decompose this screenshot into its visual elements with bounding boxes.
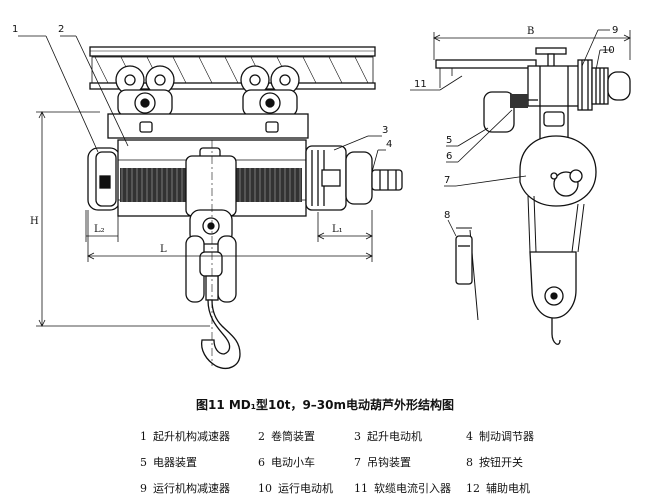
- legend-item: 12 辅助电机: [466, 480, 596, 496]
- side-pendant: [455, 235, 473, 285]
- callout-1: 1: [12, 24, 18, 35]
- legend-num: 11: [354, 482, 368, 495]
- legend-label: 卷筒装置: [271, 430, 315, 443]
- legend-label: 吊钩装置: [367, 456, 411, 469]
- legend-label: 电动小车: [271, 456, 315, 469]
- hoist-reducer: [87, 147, 121, 211]
- legend-label: 运行机构减速器: [153, 482, 230, 495]
- dim-label-L: L: [160, 244, 167, 255]
- legend-num: 3: [354, 430, 361, 443]
- side-travel-motor: [591, 67, 631, 105]
- legend-label: 电器装置: [153, 456, 197, 469]
- figure-caption: 图11 MD₁型10t，9–30m电动葫芦外形结构图: [195, 398, 455, 412]
- legend-num: 7: [354, 456, 361, 469]
- callout-3: 3: [382, 125, 388, 136]
- legend-label: 起升机构减速器: [153, 430, 230, 443]
- legend-item: 11 软缆电流引入器: [354, 480, 466, 496]
- side-hook-block: [529, 251, 577, 345]
- hoist-drawing: H L₂ L L₁ 1 2 3 4: [12, 24, 631, 369]
- front-leaders: [18, 35, 386, 173]
- callout-7: 7: [444, 175, 450, 186]
- side-view: [433, 30, 631, 345]
- parts-legend: 1 起升机构减速器 2 卷筒装置 3 起升电动机 4 制动调节器 5 电器装置 6 电动小车…: [140, 428, 640, 496]
- callout-11: 11: [414, 79, 427, 90]
- callout-4: 4: [386, 139, 392, 150]
- legend-num: 10: [258, 482, 272, 495]
- front-dimensions: [36, 111, 373, 327]
- dim-label-L1: L₁: [332, 224, 343, 235]
- callout-6: 6: [446, 151, 452, 162]
- side-electrical-box: [483, 91, 538, 133]
- legend-num: 5: [140, 456, 147, 469]
- legend-item: 2 卷筒装置: [258, 428, 354, 444]
- legend-num: 4: [466, 430, 473, 443]
- legend-num: 6: [258, 456, 265, 469]
- dim-label-L2: L₂: [94, 224, 105, 235]
- side-ropes: [527, 195, 585, 253]
- legend-num: 2: [258, 430, 265, 443]
- legend-item: 4 制动调节器: [466, 428, 596, 444]
- legend-num: 9: [140, 482, 147, 495]
- side-beam: [435, 59, 537, 69]
- side-drum: [519, 135, 597, 207]
- trolley-wheels-left: [115, 65, 175, 117]
- legend-label: 起升电动机: [367, 430, 422, 443]
- legend-label: 辅助电机: [486, 482, 530, 495]
- trolley-frame: [107, 113, 309, 139]
- legend-label: 制动调节器: [479, 430, 534, 443]
- legend-item: 1 起升机构减速器: [140, 428, 258, 444]
- callout-8: 8: [444, 210, 450, 221]
- callout-2: 2: [58, 24, 64, 35]
- legend-num: 1: [140, 430, 147, 443]
- legend-label: 运行电动机: [278, 482, 333, 495]
- hook-assembly: [185, 155, 241, 369]
- legend-item: 5 电器装置: [140, 454, 258, 470]
- legend-item: 6 电动小车: [258, 454, 354, 470]
- dim-label-H: H: [30, 216, 39, 227]
- legend-item: 3 起升电动机: [354, 428, 466, 444]
- hoist-motor: [305, 145, 403, 211]
- front-view: [87, 46, 403, 369]
- side-leaders: [410, 29, 612, 237]
- legend-item: 10 运行电动机: [258, 480, 354, 496]
- legend-label: 按钮开关: [479, 456, 523, 469]
- legend-item: 9 运行机构减速器: [140, 480, 258, 496]
- callout-5: 5: [446, 135, 452, 146]
- legend-item: 8 按钮开关: [466, 454, 596, 470]
- legend-item: 7 吊钩装置: [354, 454, 466, 470]
- side-trolley: [527, 59, 593, 111]
- dim-label-B: B: [527, 26, 534, 37]
- legend-num: 8: [466, 456, 473, 469]
- callout-9: 9: [612, 25, 618, 36]
- legend-num: 12: [466, 482, 480, 495]
- legend-label: 软缆电流引入器: [374, 482, 451, 495]
- callout-10: 10: [602, 45, 615, 56]
